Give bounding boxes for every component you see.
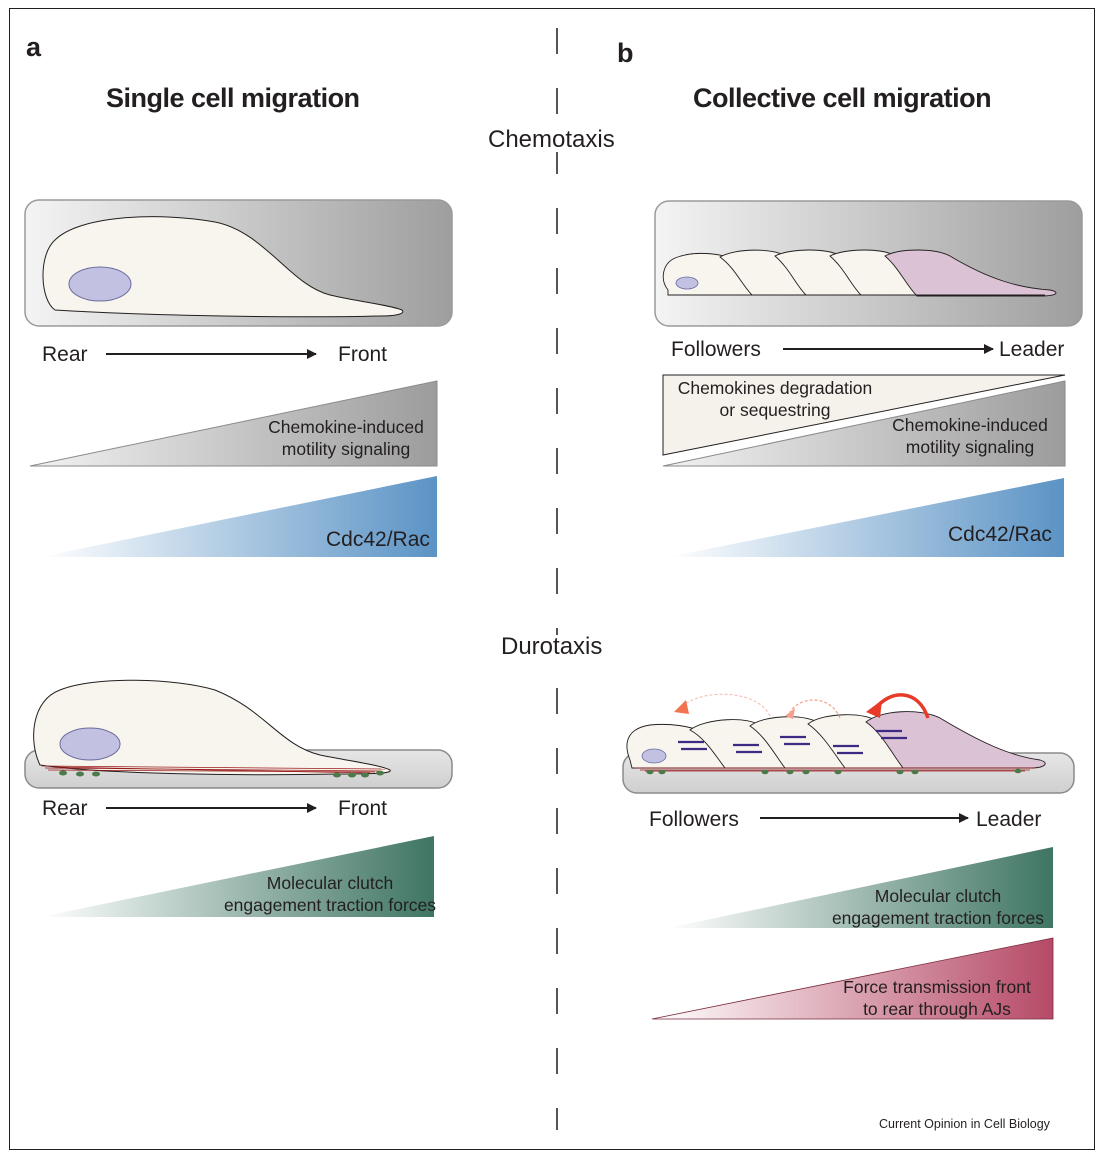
collective-duro-followers-label: Followers xyxy=(649,808,739,831)
single-migrating-cell xyxy=(42,216,404,318)
journal-credit: Current Opinion in Cell Biology xyxy=(879,1117,1050,1131)
collective-degradation-label: Chemokines degradation or sequestring xyxy=(677,378,873,421)
single-chemo-rear-label: Rear xyxy=(42,343,88,366)
force-arrow-weak-head xyxy=(674,700,689,714)
collective-force-label: Force transmission front to rear through… xyxy=(843,977,1031,1020)
single-chemokine-wedge xyxy=(29,380,438,467)
single-clutch-wedge xyxy=(40,836,434,917)
force-arrow-strong-head xyxy=(866,700,882,718)
collective-rac-wedge xyxy=(668,478,1064,557)
single-duro-front-label: Front xyxy=(338,797,388,820)
force-arrow-weak xyxy=(681,693,771,717)
collective-cell-nucleus xyxy=(675,276,699,290)
force-arrow-medium xyxy=(789,699,841,719)
mode-chemotaxis-label: Chemotaxis xyxy=(488,126,615,153)
single-durotaxis-cell xyxy=(33,679,391,776)
collective-duro-leader-label: Leader xyxy=(976,808,1042,831)
single-cell-nucleus xyxy=(68,266,132,302)
collective-clutch-label: Molecular clutch engagement traction for… xyxy=(831,886,1045,929)
panel-a-title: Single cell migration xyxy=(106,83,360,113)
collective-durotaxis-cells xyxy=(626,711,1046,769)
single-durotaxis-nucleus xyxy=(59,727,121,761)
collective-degradation-wedge xyxy=(662,374,1066,456)
single-clutch-label: Molecular clutch engagement traction for… xyxy=(223,873,437,916)
panel-b-title: Collective cell migration xyxy=(693,83,992,113)
collective-clutch-wedge xyxy=(668,847,1053,928)
single-chemokine-label: Chemokine-induced motility signaling xyxy=(268,417,424,460)
mode-durotaxis-label: Durotaxis xyxy=(501,633,603,660)
single-rac-label: Cdc42/Rac xyxy=(326,528,430,551)
panel-a-letter: a xyxy=(26,32,42,62)
collective-force-wedge xyxy=(651,937,1054,1020)
single-stress-fibers xyxy=(41,765,386,774)
collective-chemokine-wedge xyxy=(662,380,1066,467)
force-arrow-medium-head xyxy=(785,708,795,719)
collective-chemokine-label: Chemokine-induced motility signaling xyxy=(892,415,1048,458)
collective-durotaxis-nucleus xyxy=(641,748,667,764)
adherens-junctions xyxy=(678,729,907,755)
collective-cell-chain xyxy=(662,249,1057,297)
panel-b-letter: b xyxy=(617,38,634,68)
single-chemo-front-label: Front xyxy=(338,343,388,366)
figure-frame xyxy=(9,8,1095,1150)
single-duro-rear-label: Rear xyxy=(42,797,88,820)
single-rac-wedge xyxy=(40,476,437,557)
collective-chemo-followers-label: Followers xyxy=(671,338,761,361)
collective-focal-adhesions xyxy=(646,768,1022,775)
single-focal-adhesions xyxy=(59,770,384,778)
collective-chemo-leader-label: Leader xyxy=(999,338,1065,361)
collective-rac-label: Cdc42/Rac xyxy=(948,523,1052,546)
